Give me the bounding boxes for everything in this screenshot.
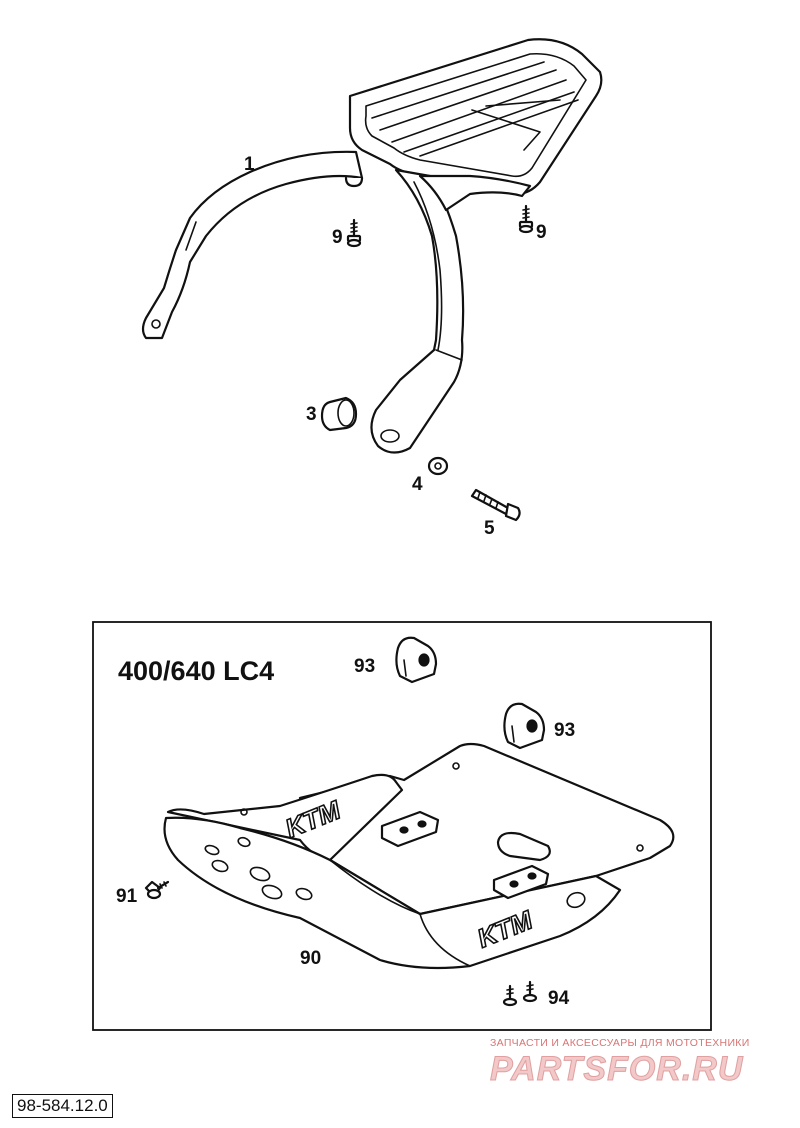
callout-94: 94: [548, 988, 570, 1009]
callout-93-top: 93: [354, 656, 375, 677]
screw-part: [346, 218, 362, 248]
watermark-brand: PARTSFOR.RU: [490, 1050, 744, 1088]
callout-93-right: 93: [554, 720, 575, 741]
skid-plate-part: KTM KTM: [163, 742, 675, 970]
inset-frame: [92, 621, 712, 1031]
callout-91: 91: [116, 886, 138, 907]
screw-part: [522, 980, 538, 1003]
screw-part: [518, 204, 534, 234]
inset-model-title: 400/640 LC4: [118, 656, 274, 686]
callout-9-right: 9: [536, 222, 547, 243]
bolt-part: [470, 488, 521, 522]
luggage-carrier-part: [141, 38, 603, 454]
mounting-block-part: [503, 702, 546, 750]
callout-5: 5: [484, 518, 495, 539]
mounting-block-part: [395, 636, 438, 684]
screw-part: [502, 984, 518, 1007]
flange-screw-part: [144, 880, 170, 900]
callout-3: 3: [306, 404, 317, 425]
washer-part: [427, 456, 449, 476]
spacer-part: [320, 396, 358, 432]
callout-1: 1: [244, 154, 255, 175]
callout-90: 90: [300, 948, 321, 969]
watermark-tagline: ЗАПЧАСТИ И АКСЕССУАРЫ ДЛЯ МОТОТЕХНИКИ: [490, 1037, 750, 1049]
callout-4: 4: [412, 474, 423, 495]
document-number: 98-584.12.0: [12, 1094, 113, 1118]
callout-9-left: 9: [332, 227, 343, 248]
